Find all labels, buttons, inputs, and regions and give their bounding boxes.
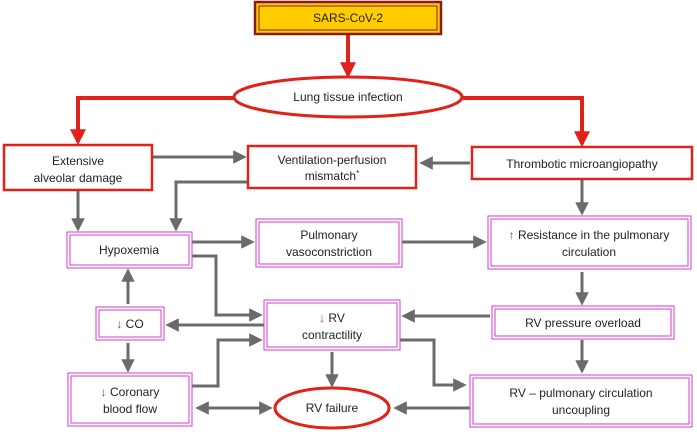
node-alveolar-damage: Extensive alveolar damage [2,143,154,192]
svg-text:↓ Coronary: ↓ Coronary [101,385,160,399]
svg-text:vasoconstriction: vasoconstriction [286,245,372,259]
vq-line2: mismatch [305,169,356,183]
sars-label: SARS-CoV-2 [313,11,383,25]
vq-line1: Ventilation-perfusion [278,153,387,167]
arrow-coronary-to-rv-contractility [192,333,263,388]
svg-text:↓ CO: ↓ CO [116,317,143,331]
svg-text:RV – pulmonary circulation: RV – pulmonary circulation [509,386,652,400]
lung-label: Lung tissue infection [293,90,402,104]
svg-text:↓ RV: ↓ RV [319,311,345,325]
svg-text:alveolar damage: alveolar damage [34,171,123,185]
node-lung-infection: Lung tissue infection [232,75,464,119]
node-vq-mismatch: Ventilation-perfusion mismatch* [246,144,418,190]
resistance-line1: Resistance in the pulmonary [515,228,670,242]
resistance-line2: circulation [562,245,616,259]
node-uncoupling: RV – pulmonary circulation uncoupling [469,374,693,428]
alveolar-line2: alveolar damage [34,171,123,185]
svg-text:Pulmonary: Pulmonary [300,228,357,242]
arrow-lung-to-thrombotic [462,96,590,148]
resistance-up-symbol: ↑ [509,228,515,242]
svg-text:circulation: circulation [562,245,616,259]
node-rv-failure: RV failure [273,386,391,430]
rv-contractility-line2: contractility [302,328,362,342]
node-hypoxemia: Hypoxemia [66,231,193,269]
node-rv-pressure-overload: RV pressure overload [491,305,675,340]
svg-text:contractility: contractility [302,328,362,342]
svg-text:Ventilation-perfusion: Ventilation-perfusion [278,153,387,167]
node-coronary-blood-flow: ↓ Coronary blood flow [67,372,193,427]
co-label: CO [122,317,143,331]
uncoupling-line1: RV – pulmonary circulation [509,386,652,400]
hypoxemia-label: Hypoxemia [99,243,159,257]
coronary-line1: Coronary [107,385,160,399]
rv-contractility-down-symbol: ↓ [319,311,325,325]
svg-text:blood flow: blood flow [103,402,157,416]
arrow-rv-contractility-to-uncoupling [396,338,467,392]
node-rv-contractility: ↓ RV contractility [263,299,401,351]
arrow-hypoxemia-to-rv-contractility [192,254,263,322]
co-down-symbol: ↓ [116,317,122,331]
rv-pressure-label: RV pressure overload [525,316,641,330]
red-arrows [70,34,590,148]
svg-text:uncoupling: uncoupling [552,403,610,417]
vq-footnote: * [356,169,359,178]
coronary-line2: blood flow [103,402,157,416]
vasoconstriction-line2: vasoconstriction [286,245,372,259]
uncoupling-line2: uncoupling [552,403,610,417]
node-sars-cov-2: SARS-CoV-2 [253,0,443,36]
node-co: ↓ CO [95,306,165,341]
svg-text:↑ Resistance in the pulmonary: ↑ Resistance in the pulmonary [509,228,670,242]
node-thrombotic: Thrombotic microangiopathy [470,145,694,181]
rv-contractility-line1: RV [325,311,345,325]
vasoconstriction-line1: Pulmonary [300,228,357,242]
rv-failure-label: RV failure [306,401,359,415]
thrombotic-label: Thrombotic microangiopathy [506,157,657,171]
svg-text:Extensive: Extensive [52,154,104,168]
coronary-down-symbol: ↓ [101,385,107,399]
node-vasoconstriction: Pulmonary vasoconstriction [255,218,403,268]
node-resistance: ↑ Resistance in the pulmonary circulatio… [487,215,692,270]
svg-text:mismatch*: mismatch* [305,169,359,183]
gray-arrows [71,150,589,415]
arrow-vq-to-hypoxemia [169,180,248,232]
arrow-lung-to-alveolar [70,96,234,146]
alveolar-line1: Extensive [52,154,104,168]
